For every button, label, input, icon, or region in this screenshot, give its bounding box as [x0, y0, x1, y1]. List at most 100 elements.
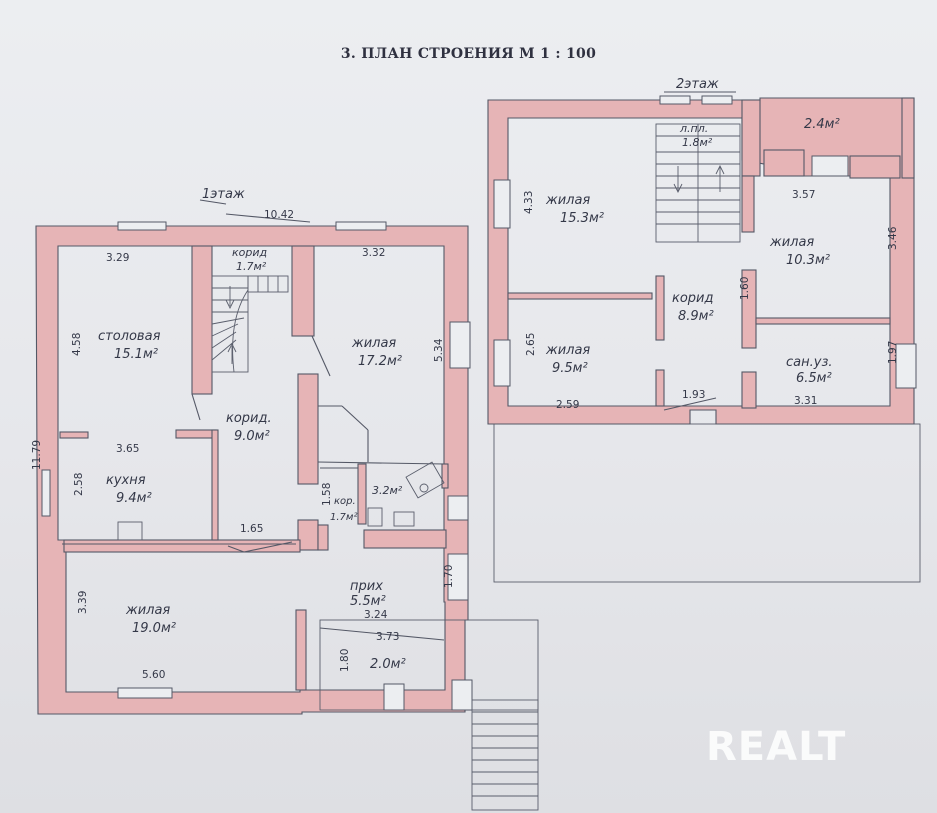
room-area: 9.0м²: [234, 429, 270, 444]
wall: [755, 317, 891, 325]
wall: [507, 292, 653, 300]
room-name: столовая: [98, 329, 161, 344]
wall: [175, 429, 217, 439]
room-name: жилая: [545, 193, 590, 208]
room-area: 15.3м²: [560, 211, 604, 226]
wall: [295, 609, 307, 691]
floor1-porch: [319, 619, 539, 811]
floor1-stairs: [211, 275, 289, 373]
wall: [741, 175, 755, 233]
dim-label: 3.24: [364, 609, 388, 621]
wall: [191, 245, 213, 395]
dim-label: 3.65: [116, 443, 139, 455]
wall: [297, 373, 319, 485]
wall: [655, 369, 665, 407]
realt-watermark: REALT: [706, 724, 847, 770]
wall: [741, 371, 757, 409]
room-area: 19.0м²: [132, 621, 176, 636]
dim-label: 4.33: [523, 191, 535, 214]
dim-label: 5.34: [433, 338, 445, 362]
room-area: 5.5м²: [350, 594, 386, 609]
room-name: л.пл.: [679, 122, 708, 135]
dim-label: 3.57: [792, 189, 815, 201]
dim-label: 3.46: [887, 226, 899, 250]
wall: [211, 429, 219, 541]
toilet-icon: [367, 507, 383, 527]
window: [447, 553, 469, 601]
floor1-outer-wall: [35, 225, 469, 715]
room-area: 17.2м²: [358, 354, 402, 369]
room-area: 3.2м²: [372, 484, 403, 497]
wall: [291, 245, 315, 337]
room-name: корид: [232, 246, 267, 259]
wall: [763, 149, 805, 177]
window: [447, 495, 469, 521]
room-area: 1.8м²: [682, 136, 713, 149]
dim-label: 1.80: [339, 649, 351, 672]
dim-label: 1.70: [443, 565, 455, 588]
dim-label: 2.59: [556, 399, 579, 411]
room-area: 15.1м²: [114, 347, 158, 362]
dim-label: 4.58: [71, 333, 83, 356]
wall: [849, 155, 901, 179]
wall: [901, 97, 915, 179]
dim-label: 3.31: [794, 395, 817, 407]
dim-label: 3.73: [376, 631, 399, 643]
room-area: 9.4м²: [116, 491, 152, 506]
dim-label: 1.60: [739, 277, 751, 300]
dim-label: 2.65: [525, 333, 537, 356]
wall: [357, 463, 367, 525]
room-area: 2.0м²: [370, 657, 406, 672]
dim-label: 1.93: [682, 389, 705, 401]
room-name: кухня: [106, 473, 146, 488]
room-name: корид.: [226, 411, 272, 426]
dim-label: 11.79: [31, 440, 43, 470]
dim-label: 2.58: [73, 473, 85, 496]
dim-label: 5.60: [142, 669, 165, 681]
room-name: сан.уз.: [786, 355, 832, 370]
window: [335, 221, 387, 231]
floor2-stairs: [655, 123, 741, 243]
room-name: корид: [672, 291, 714, 306]
dim-label: 3.32: [362, 247, 385, 259]
dim-label: 1.58: [321, 483, 333, 506]
bathtub-icon: [405, 461, 445, 499]
plan-title: 3. ПЛАН СТРОЕНИЯ М 1 : 100: [340, 46, 597, 62]
window: [41, 469, 51, 517]
window: [117, 687, 173, 699]
window: [493, 339, 511, 387]
room-area: 6.5м²: [796, 371, 832, 386]
room-name: жилая: [769, 235, 814, 250]
wall: [297, 519, 319, 551]
window: [701, 95, 733, 105]
stove-icon: [117, 521, 143, 541]
wall: [655, 275, 665, 341]
wall: [441, 463, 449, 489]
room-name: жилая: [351, 336, 396, 351]
room-area: 1.7м²: [236, 260, 267, 273]
floor1-label: 1этаж: [202, 187, 245, 202]
dim-label: 1.65: [240, 523, 263, 535]
room-name: жилая: [545, 343, 590, 358]
floor2-lower-area: [493, 423, 921, 583]
window: [659, 95, 691, 105]
window: [811, 155, 849, 177]
wall: [741, 99, 761, 177]
window: [493, 179, 511, 229]
window: [449, 321, 471, 369]
dim-label: 3.29: [106, 252, 129, 264]
wall: [363, 529, 447, 549]
wall: [63, 539, 301, 553]
room-name: прих: [350, 579, 383, 594]
room-area: 9.5м²: [552, 361, 588, 376]
floor2-label: 2этаж: [676, 77, 719, 92]
room-area: 10.3м²: [786, 253, 830, 268]
dim-label: 3.39: [77, 591, 89, 614]
room-area: 2.4м²: [804, 117, 840, 132]
floor2-plan: 2этаж 4.33 3.57 3.46 1.60 2.65 1.97 2.59…: [487, 77, 921, 583]
wall: [59, 431, 89, 439]
window: [117, 221, 167, 231]
room-area: 8.9м²: [678, 309, 714, 324]
room-name: кор.: [334, 496, 356, 507]
